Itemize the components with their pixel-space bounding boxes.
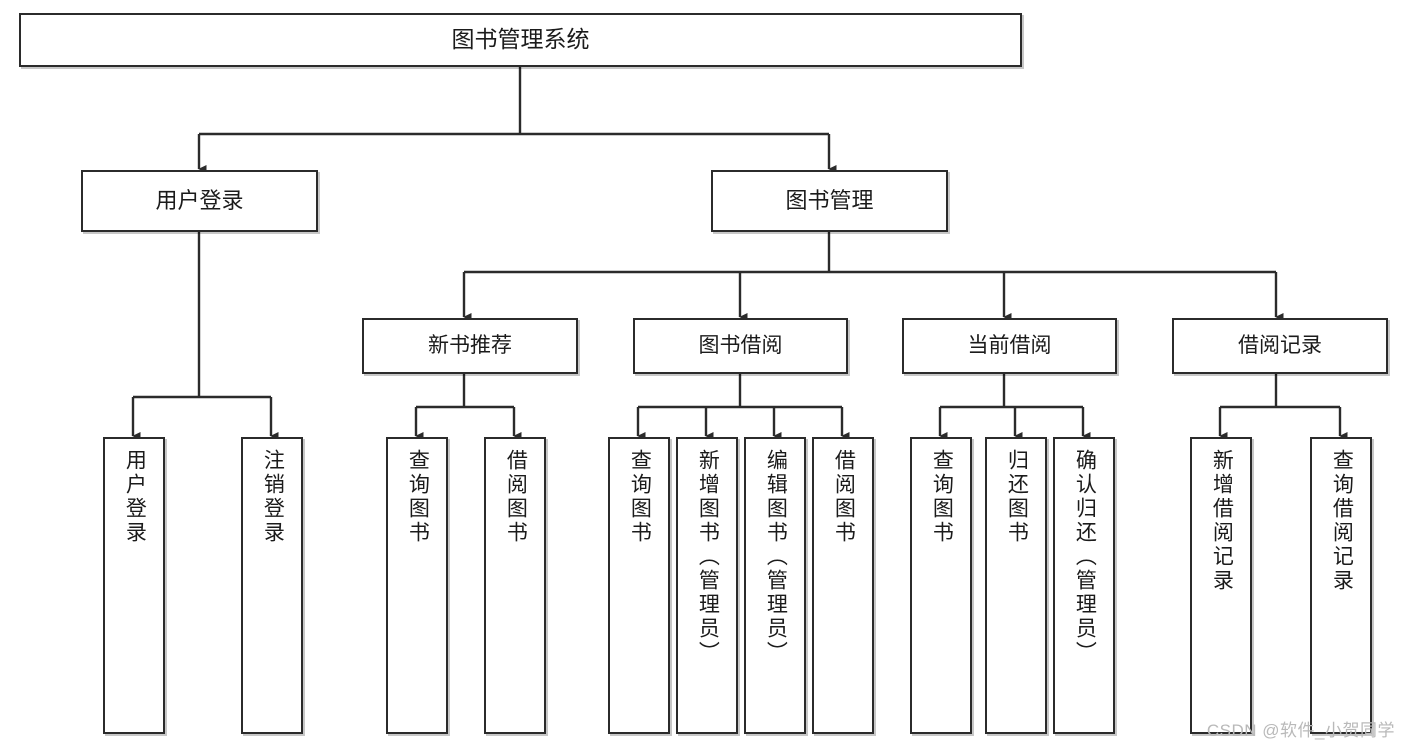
node-box-n-user-login[interactable]: 用户登录 [81,170,318,232]
node-label-l-user-logout: 注销登录 [261,449,285,545]
node-box-n-book-borrow[interactable]: 图书借阅 [633,318,848,374]
node-box-n-borrow-record[interactable]: 借阅记录 [1172,318,1388,374]
node-label-l-borrow-book-1: 借阅图书 [504,449,528,545]
node-box-l-add-book[interactable]: 新增图书（管理员） [676,437,738,734]
node-box-l-edit-book[interactable]: 编辑图书（管理员） [744,437,806,734]
node-label-n-book-mgmt: 图书管理 [785,188,874,214]
node-label-l-add-book: 新增图书（管理员） [696,449,720,665]
node-label-l-confirm-return: 确认归还（管理员） [1073,449,1097,665]
node-box-l-confirm-return[interactable]: 确认归还（管理员） [1053,437,1115,734]
node-label-root: 图书管理系统 [451,26,590,53]
node-label-l-edit-book: 编辑图书（管理员） [764,449,788,665]
node-box-l-query-book-3[interactable]: 查询图书 [910,437,972,734]
node-box-root[interactable]: 图书管理系统 [19,13,1022,67]
node-box-n-current-borrow[interactable]: 当前借阅 [902,318,1117,374]
node-label-l-query-record: 查询借阅记录 [1330,449,1354,593]
node-box-l-query-book-1[interactable]: 查询图书 [386,437,448,734]
node-box-n-book-mgmt[interactable]: 图书管理 [711,170,948,232]
node-box-l-user-logout[interactable]: 注销登录 [241,437,303,734]
node-label-l-query-book-2: 查询图书 [628,449,652,545]
node-label-l-borrow-book-2: 借阅图书 [832,449,856,545]
node-box-l-query-record[interactable]: 查询借阅记录 [1310,437,1372,734]
node-label-l-user-login: 用户登录 [123,449,147,545]
node-label-n-current-borrow: 当前借阅 [967,333,1052,357]
node-box-l-borrow-book-2[interactable]: 借阅图书 [812,437,874,734]
node-box-l-query-book-2[interactable]: 查询图书 [608,437,670,734]
node-label-n-user-login: 用户登录 [155,188,244,214]
node-box-l-borrow-book-1[interactable]: 借阅图书 [484,437,546,734]
node-box-l-add-record[interactable]: 新增借阅记录 [1190,437,1252,734]
node-label-l-return-book: 归还图书 [1005,449,1029,545]
watermark: CSDN @软件_小贺同学 [1206,721,1395,740]
node-box-l-return-book[interactable]: 归还图书 [985,437,1047,734]
node-box-l-user-login[interactable]: 用户登录 [103,437,165,734]
node-box-n-new-book-rec[interactable]: 新书推荐 [362,318,578,374]
node-label-l-add-record: 新增借阅记录 [1210,449,1234,593]
node-label-n-borrow-record: 借阅记录 [1238,333,1322,357]
node-label-l-query-book-1: 查询图书 [406,449,430,545]
node-label-n-new-book-rec: 新书推荐 [428,333,512,357]
node-label-l-query-book-3: 查询图书 [930,449,954,545]
node-label-n-book-borrow: 图书借阅 [698,333,783,357]
